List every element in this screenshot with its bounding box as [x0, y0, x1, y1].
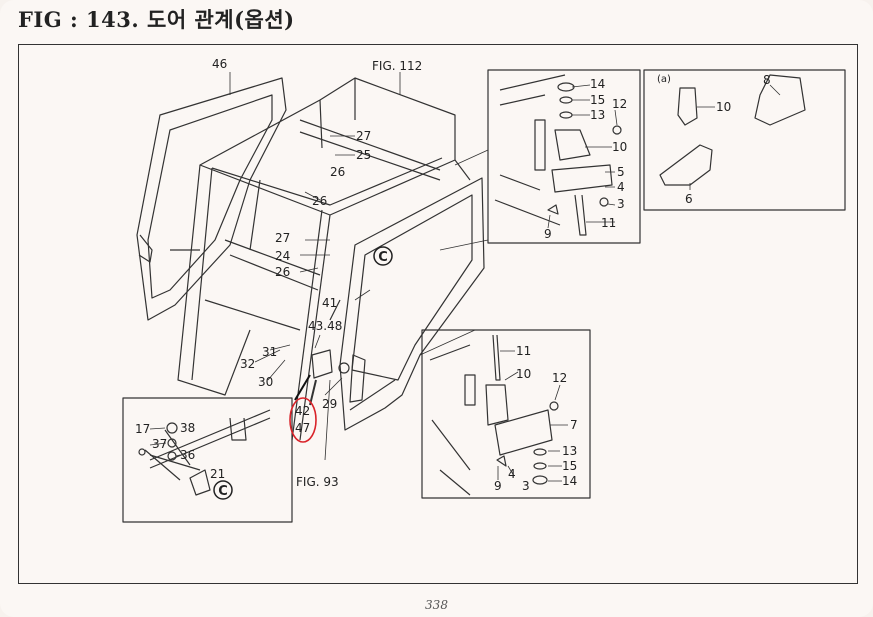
fig112-ref: FIG. 112 — [372, 59, 422, 73]
callout: 13 — [562, 444, 577, 458]
callout: 7 — [570, 418, 578, 432]
callout: 25 — [356, 148, 371, 162]
callout: 9 — [494, 479, 502, 493]
highlighted-callout: 42 47 — [289, 374, 317, 443]
latch-part — [309, 349, 350, 406]
callout: 29 — [322, 397, 337, 411]
callout: 3 — [522, 479, 530, 493]
callout: 13 — [590, 108, 605, 122]
callout: 26 — [330, 165, 345, 179]
callout: 30 — [258, 375, 273, 389]
front-door — [339, 177, 485, 431]
cab-frame — [170, 77, 471, 441]
callout: 9 — [544, 227, 552, 241]
main-callouts: 46 27 25 26 26 27 24 26 41 43.48 31 32 3… — [212, 57, 371, 411]
highlight-circle — [289, 397, 317, 443]
callout: 24 — [275, 249, 290, 263]
rod-detail-inset — [122, 397, 293, 523]
callout: 4 — [508, 467, 516, 481]
callout: 17 — [135, 422, 150, 436]
callout: 26 — [275, 265, 290, 279]
callout: 10 — [612, 140, 627, 154]
callout: 36 — [180, 448, 195, 462]
detail-connectors — [324, 149, 489, 461]
callout: 27 — [356, 129, 371, 143]
callout: 43.48 — [308, 319, 342, 333]
callout: 11 — [516, 344, 531, 358]
diagram-frame — [18, 44, 858, 584]
callout: 3 — [617, 197, 625, 211]
option-callouts: 8 10 6 — [685, 73, 771, 206]
callout: 11 — [601, 216, 616, 230]
callout: 31 — [262, 345, 277, 359]
option-inset — [643, 69, 846, 211]
callout: 38 — [180, 421, 195, 435]
callout: 26 — [312, 194, 327, 208]
rod-callouts: 17 38 37 36 21 — [135, 421, 225, 481]
callout: 41 — [322, 296, 337, 310]
callout: 5 — [617, 165, 625, 179]
page-number: 338 — [425, 598, 448, 612]
c-marker-front-door: C — [373, 246, 393, 266]
svg-text:C: C — [378, 250, 388, 265]
callout: 14 — [590, 77, 605, 91]
leader-lines — [149, 72, 781, 482]
callout: 27 — [275, 231, 290, 245]
top-hinge-callouts: 14 15 12 13 10 5 4 3 11 9 — [544, 77, 627, 241]
callout: 15 — [562, 459, 577, 473]
c-marker-rod-detail: C — [213, 480, 233, 500]
callout: 46 — [212, 57, 227, 71]
top-hinge-inset — [487, 69, 641, 244]
fig93-ref: FIG. 93 — [296, 475, 339, 489]
callout: 37 — [152, 437, 167, 451]
svg-text:C: C — [218, 484, 228, 499]
callout: 12 — [552, 371, 567, 385]
bottom-hinge-callouts: 11 10 12 7 13 15 14 3 4 9 — [494, 344, 578, 493]
page-title: FIG : 143. 도어 관계(옵션) — [18, 7, 295, 32]
callout: 12 — [612, 97, 627, 111]
callout-highlight: 42 — [295, 404, 310, 418]
callout: 6 — [685, 192, 693, 206]
callout: 8 — [763, 73, 771, 87]
callout: 15 — [590, 93, 605, 107]
callout: 10 — [516, 367, 531, 381]
callout: 4 — [617, 180, 625, 194]
callout: 10 — [716, 100, 731, 114]
rear-door — [136, 77, 287, 321]
callout: 14 — [562, 474, 577, 488]
callout-highlight: 47 — [295, 421, 310, 435]
bottom-hinge-inset — [421, 329, 591, 499]
callout: 21 — [210, 467, 225, 481]
callout: 32 — [240, 357, 255, 371]
option-mark: (a) — [657, 74, 671, 85]
